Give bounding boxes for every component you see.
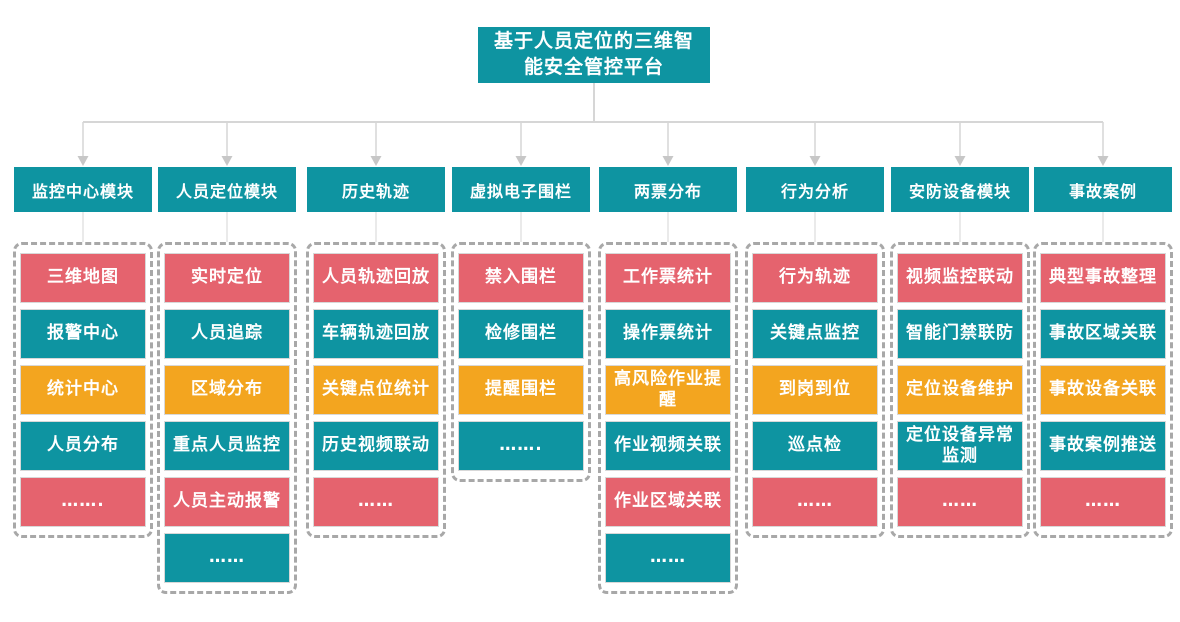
module-items-container: 行为轨迹关键点监控到岗到位巡点检 …… [745,242,885,538]
module-items-container: 典型事故整理事故区域关联事故设备关联事故案例推送 …… [1033,242,1173,538]
feature-item: 人员主动报警 [164,477,290,527]
feature-item: 人员追踪 [164,309,290,359]
feature-item: 高风险作业提醒 [605,365,731,415]
feature-item: 区域分布 [164,365,290,415]
feature-item: 工作票统计 [605,253,731,303]
module-items-container: 禁入围栏检修围栏提醒围栏 ……. [451,242,591,482]
module-items-container: 三维地图报警中心统计中心人员分布 ……. [13,242,153,538]
feature-item: …… [605,533,731,583]
feature-item: 定位设备维护 [897,365,1023,415]
arrow-down-icon [221,156,233,166]
module-column: 虚拟电子围栏禁入围栏检修围栏提醒围栏 ……. [451,167,591,482]
module-header: 事故案例 [1034,167,1172,212]
feature-item: …… [164,533,290,583]
feature-item: 行为轨迹 [752,253,878,303]
module-header: 行为分析 [746,167,884,212]
module-header: 监控中心模块 [14,167,152,212]
module-column: 人员定位模块实时定位人员追踪区域分布重点人员监控人员主动报警 …… [157,167,297,594]
feature-item: 人员轨迹回放 [313,253,439,303]
feature-item: 典型事故整理 [1040,253,1166,303]
module-header: 安防设备模块 [891,167,1029,212]
module-items-container: 视频监控联动智能门禁联防定位设备维护定位设备异常监测 …… [890,242,1030,538]
feature-item: 关键点监控 [752,309,878,359]
feature-item: 事故区域关联 [1040,309,1166,359]
feature-item: 提醒围栏 [458,365,584,415]
feature-item: 作业视频关联 [605,421,731,471]
arrow-down-icon [515,156,527,166]
feature-item: …… [897,477,1023,527]
feature-item: ……. [458,421,584,471]
module-column: 安防设备模块视频监控联动智能门禁联防定位设备维护定位设备异常监测 …… [890,167,1030,538]
feature-item: 重点人员监控 [164,421,290,471]
feature-item: 事故设备关联 [1040,365,1166,415]
feature-item: 作业区域关联 [605,477,731,527]
feature-item: 定位设备异常监测 [897,421,1023,471]
feature-item: …… [1040,477,1166,527]
feature-item: 人员分布 [20,421,146,471]
feature-item: ……. [20,477,146,527]
feature-item: 禁入围栏 [458,253,584,303]
feature-item: 事故案例推送 [1040,421,1166,471]
feature-item: 历史视频联动 [313,421,439,471]
module-items-container: 工作票统计操作票统计高风险作业提醒作业视频关联作业区域关联 …… [598,242,738,594]
feature-item: 三维地图 [20,253,146,303]
feature-item: …… [313,477,439,527]
module-column: 两票分布工作票统计操作票统计高风险作业提醒作业视频关联作业区域关联 …… [598,167,738,594]
feature-item: 智能门禁联防 [897,309,1023,359]
arrow-down-icon [370,156,382,166]
feature-item: 实时定位 [164,253,290,303]
module-header: 两票分布 [599,167,737,212]
feature-item: 报警中心 [20,309,146,359]
feature-item: 车辆轨迹回放 [313,309,439,359]
module-header: 人员定位模块 [158,167,296,212]
module-column: 行为分析行为轨迹关键点监控到岗到位巡点检 …… [745,167,885,538]
module-header: 虚拟电子围栏 [452,167,590,212]
feature-item: 到岗到位 [752,365,878,415]
module-column: 监控中心模块三维地图报警中心统计中心人员分布 ……. [13,167,153,538]
arrow-down-icon [1097,156,1109,166]
module-items-container: 实时定位人员追踪区域分布重点人员监控人员主动报警 …… [157,242,297,594]
root-node: 基于人员定位的三维智能安全管控平台 [478,27,710,83]
feature-item: 视频监控联动 [897,253,1023,303]
arrow-down-icon [954,156,966,166]
feature-item: 检修围栏 [458,309,584,359]
module-column: 事故案例典型事故整理事故区域关联事故设备关联事故案例推送 …… [1033,167,1173,538]
feature-item: 操作票统计 [605,309,731,359]
feature-item: 关键点位统计 [313,365,439,415]
module-column: 历史轨迹人员轨迹回放车辆轨迹回放关键点位统计历史视频联动 …… [306,167,446,538]
feature-item: …… [752,477,878,527]
arrow-down-icon [77,156,89,166]
arrow-down-icon [662,156,674,166]
module-items-container: 人员轨迹回放车辆轨迹回放关键点位统计历史视频联动 …… [306,242,446,538]
feature-item: 巡点检 [752,421,878,471]
feature-item: 统计中心 [20,365,146,415]
module-header: 历史轨迹 [307,167,445,212]
arrow-down-icon [809,156,821,166]
